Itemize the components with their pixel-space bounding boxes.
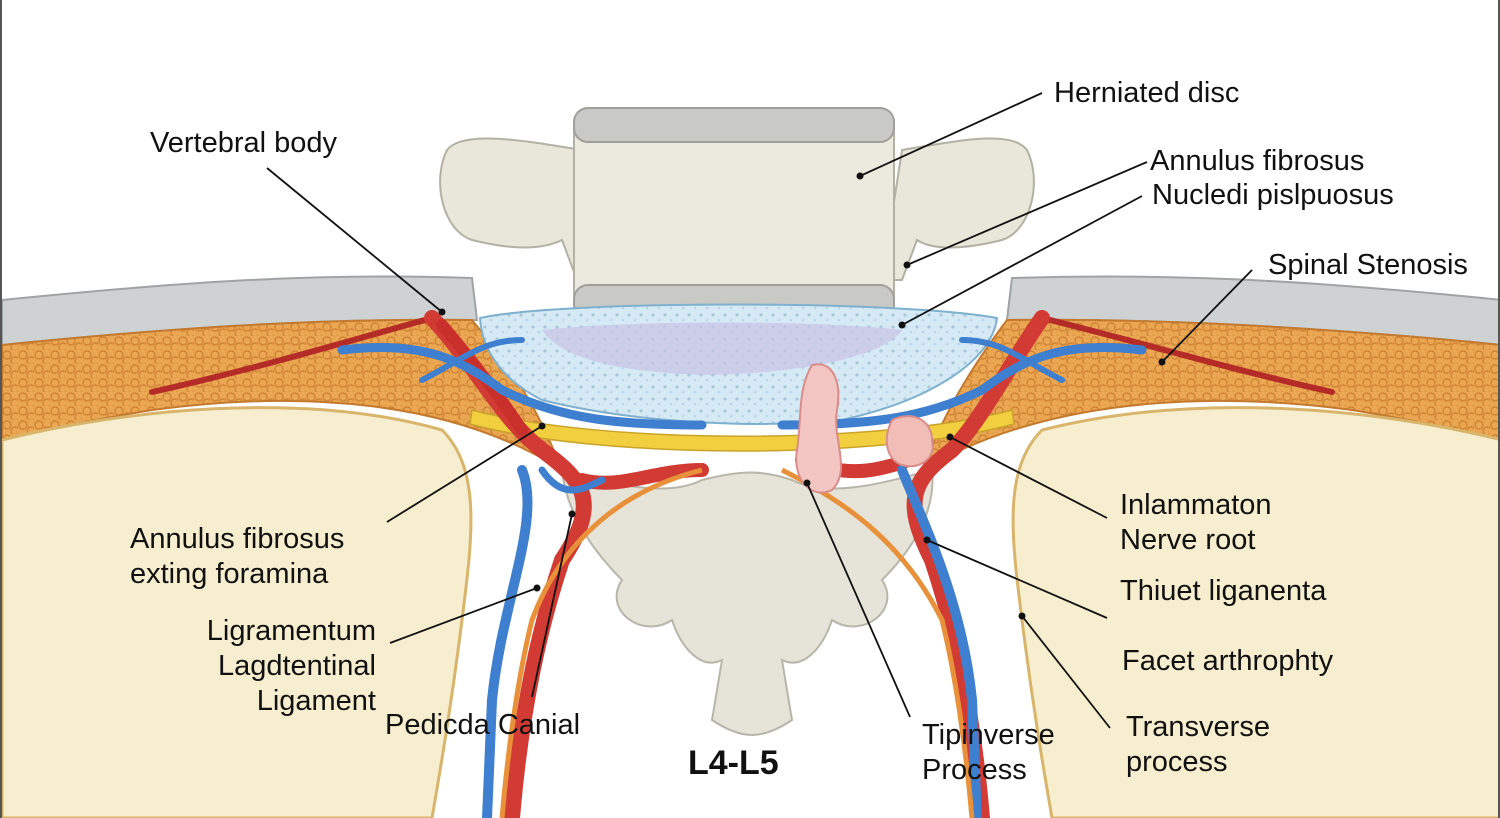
dura-band <box>469 409 1015 452</box>
lower-vertebra <box>560 468 934 736</box>
label-facet-arthrophty: Facet arthrophty <box>1122 645 1334 677</box>
label-spinal-stenosis: Spinal Stenosis <box>1268 249 1468 281</box>
herniation-shape <box>795 363 842 494</box>
label-nucledi: Nucledi pislpuosus <box>1152 179 1394 211</box>
inflammation-shape <box>885 415 934 468</box>
left-marrow <box>2 406 473 818</box>
diagram-title: L4-L5 <box>688 744 779 782</box>
nucleus-shape <box>542 322 902 375</box>
vertebral-endplate-top <box>573 107 895 143</box>
label-herniated-disc: Herniated disc <box>1054 77 1240 109</box>
vertebra-left-wing <box>439 137 604 281</box>
vertebra-right-wing <box>880 137 1035 281</box>
label-vertebral-body: Vertebral body <box>150 127 338 159</box>
blood-vessels <box>337 337 1147 818</box>
orange-nerves <box>499 467 975 818</box>
right-marrow <box>1011 406 1498 818</box>
label-pedicda-canial: Pedicda Canial <box>385 709 581 741</box>
label-annulus-fibrosus-top: Annulus fibrosus <box>1150 145 1365 177</box>
label-thiuet-liganenta: Thiuet liganenta <box>1120 575 1327 607</box>
leader-dots <box>438 172 1166 620</box>
leader-lines <box>266 92 1253 729</box>
